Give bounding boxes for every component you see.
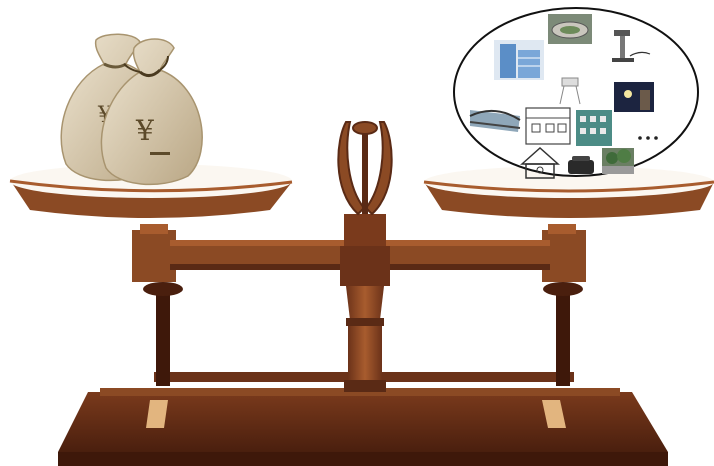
stadium-thumb [548,14,592,44]
school-thumb [576,110,612,146]
center-pillar [340,214,390,392]
infrastructure-collage [454,8,698,178]
money-bags: ¥ ¥ [61,34,202,184]
hospital-thumb [526,108,570,144]
scale-base [58,388,668,466]
park-thumb [602,148,634,174]
bag-symbol-front: ¥ [135,114,154,147]
night-street-thumb [614,82,654,112]
ellipsis-dots [638,136,658,140]
office-building-thumb [494,40,544,80]
lyre-indicator [338,122,391,214]
